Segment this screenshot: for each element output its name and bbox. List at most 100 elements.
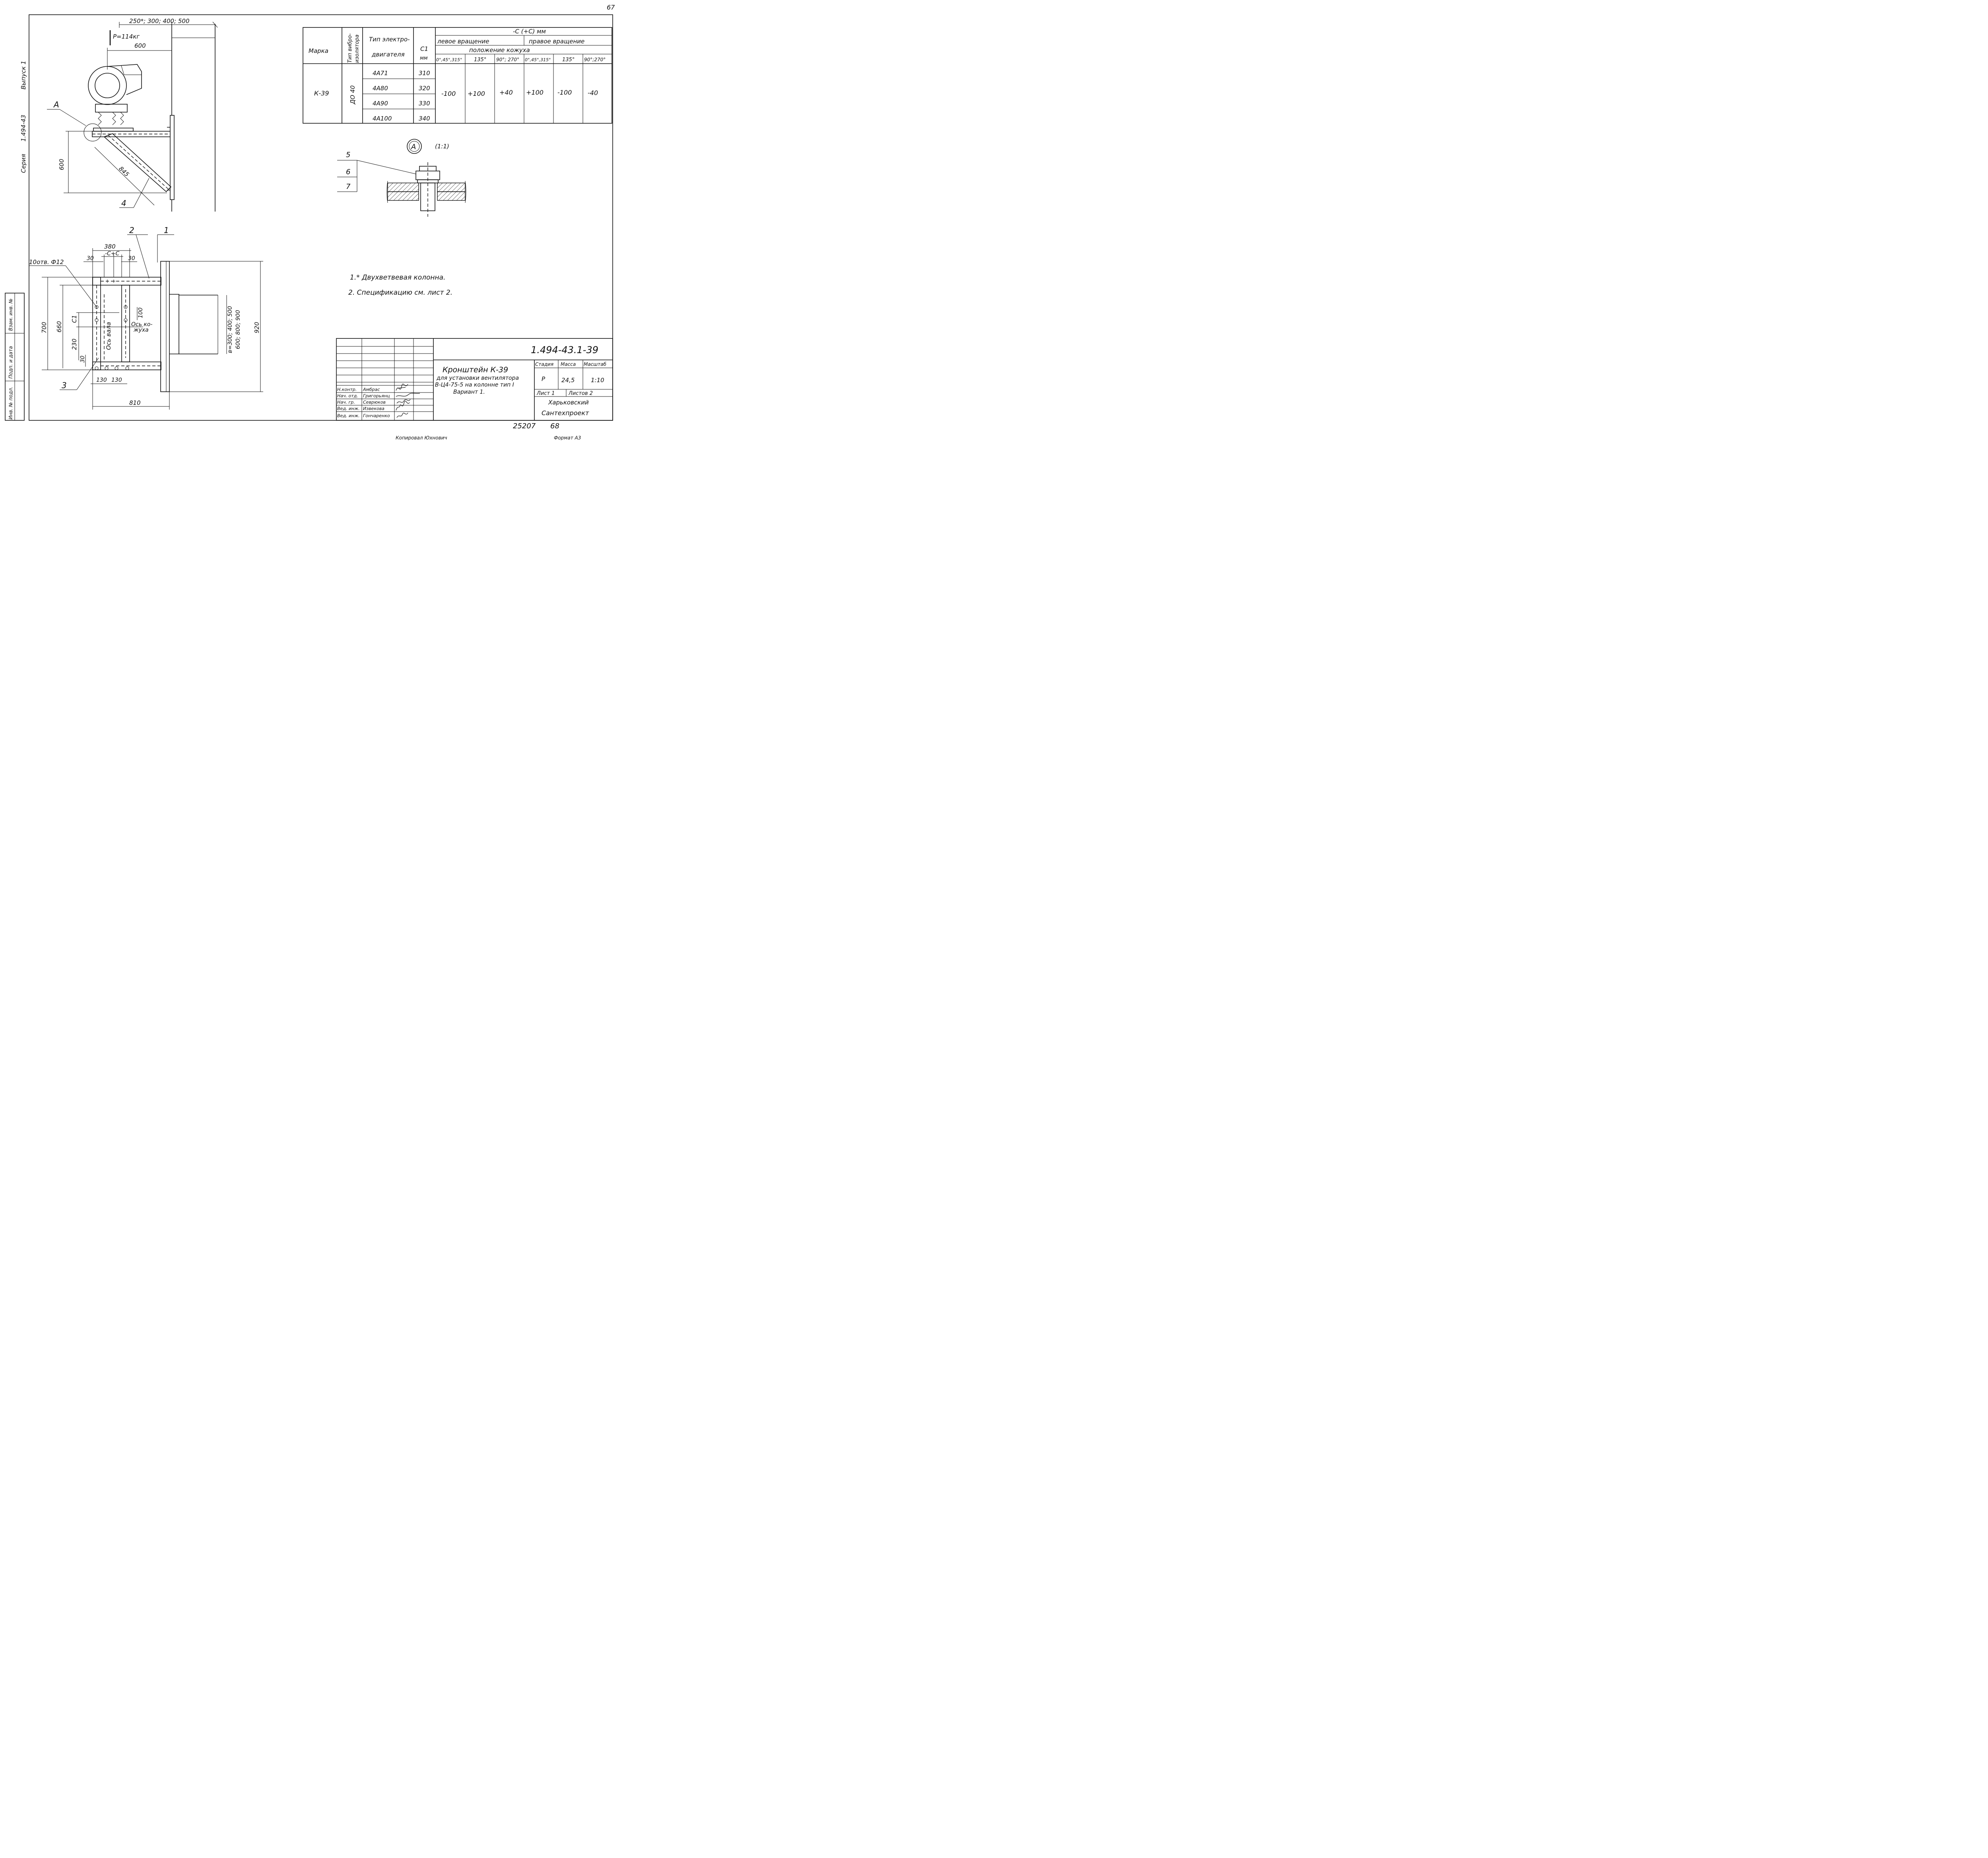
axis-casing-2: жуха bbox=[133, 327, 149, 333]
detail-label: А bbox=[411, 143, 416, 151]
footer-sheet: 68 bbox=[550, 422, 559, 430]
dim-130-a: 130 bbox=[96, 377, 107, 383]
td-marka: К-39 bbox=[314, 89, 329, 97]
td-c-2: +100 bbox=[468, 90, 485, 97]
stadia-label: Стадия bbox=[535, 361, 553, 367]
stamp-podp-data: Подп. и дата bbox=[8, 346, 14, 379]
drawing-sheet: 67 Выпуск 1 1.494-43 Серия Инв. № подл. … bbox=[5, 4, 615, 440]
dim-b2: 600; 800; 900 bbox=[235, 310, 241, 349]
td-motor-3: 4А90 bbox=[373, 100, 388, 107]
dim-30-left: 30 bbox=[87, 255, 94, 262]
td-c-5: -100 bbox=[557, 89, 572, 96]
dim-600-v: 600 bbox=[58, 159, 65, 170]
th-motor-2: двигателя bbox=[371, 51, 405, 58]
drawing-subtitle-2: В-Ц4-75-5 на колонне тип I bbox=[435, 382, 514, 388]
plan-view: 380 30 -С+С 30 10отв. Ф12 2 1 700 660 С bbox=[29, 225, 263, 410]
detail-item-7: 7 bbox=[346, 183, 351, 191]
th-right-rot: правое вращение bbox=[529, 38, 584, 45]
td-vibro: ДО 40 bbox=[349, 86, 356, 105]
td-motor-4: 4А100 bbox=[373, 115, 392, 122]
dim-top: 250*; 300; 400; 500 bbox=[129, 17, 190, 25]
role-5: Вед. инж. bbox=[337, 413, 360, 418]
dim-30-right: 30 bbox=[128, 255, 135, 262]
dim-380: 380 bbox=[104, 243, 116, 250]
name-2: Григорьянц bbox=[363, 393, 390, 398]
td-c-3: +40 bbox=[499, 89, 513, 96]
th-motor-1: Тип электро- bbox=[369, 36, 410, 43]
stamp-inv-podl: Инв. № подл. bbox=[8, 387, 14, 420]
dim-b: в=300; 400; 500 bbox=[227, 306, 233, 353]
note-2: 2. Спецификацию см. лист 2. bbox=[348, 289, 452, 297]
dim-30-bottom: 30 bbox=[80, 356, 86, 363]
th-left-rot: левое вращение bbox=[437, 38, 489, 45]
detail-scale: (1:1) bbox=[435, 143, 449, 150]
axis-shaft: Ось вала bbox=[105, 322, 112, 350]
role-4: Вед. инж. bbox=[337, 406, 360, 411]
signature-marks bbox=[396, 383, 420, 418]
dim-600-h: 600 bbox=[134, 42, 146, 49]
page-number: 67 bbox=[607, 4, 615, 11]
margin-vypusk: Выпуск 1 bbox=[20, 61, 27, 89]
axis-casing-1: Ось ко- bbox=[131, 321, 153, 328]
th-c1-unit: мм bbox=[420, 55, 428, 61]
dim-230: 230 bbox=[71, 338, 78, 350]
org-line-1: Харьковский bbox=[548, 399, 589, 406]
pos-2: 2 bbox=[129, 225, 134, 235]
td-c-4: +100 bbox=[526, 89, 544, 96]
name-4: Извекова bbox=[363, 406, 384, 411]
td-motor-2: 4А80 bbox=[373, 85, 388, 92]
doc-code: 1.494-43.1-39 bbox=[531, 344, 598, 356]
th-angle-6: 90°;270° bbox=[584, 57, 606, 62]
left-stamp: Инв. № подл. Подп. и дата Взам. инв. № bbox=[5, 293, 25, 421]
masshtab-label: Масштаб bbox=[584, 361, 607, 367]
load-label: P=114кг bbox=[113, 33, 140, 40]
dim-100: 100 bbox=[138, 307, 144, 318]
detail-a: А (1:1) 5 6 7 bbox=[337, 139, 466, 217]
td-c1-2: 320 bbox=[419, 85, 430, 92]
drawing-title: Кронштейн К-39 bbox=[443, 365, 508, 374]
role-1: Н.контр. bbox=[337, 387, 357, 392]
td-c1-1: 310 bbox=[419, 70, 430, 77]
margin-labels: Выпуск 1 1.494-43 Серия bbox=[20, 61, 27, 173]
td-c1-3: 330 bbox=[419, 100, 430, 107]
drawing-subtitle-1: для установки вентилятора bbox=[436, 375, 519, 381]
drawing-subtitle-3: Вариант 1. bbox=[453, 389, 485, 395]
massa-value: 24,5 bbox=[561, 377, 575, 384]
th-marka: Марка bbox=[309, 47, 328, 54]
th-casing-pos: положение кожуха bbox=[469, 47, 530, 54]
td-c-6: -40 bbox=[588, 89, 598, 97]
dim-920: 920 bbox=[253, 322, 260, 333]
holes-label: 10отв. Ф12 bbox=[29, 258, 64, 266]
margin-seria: Серия bbox=[20, 154, 27, 173]
pos-3: 3 bbox=[62, 381, 67, 390]
dim-660: 660 bbox=[56, 321, 63, 332]
detail-item-6: 6 bbox=[346, 168, 350, 176]
name-3: Севрюков bbox=[363, 400, 386, 405]
th-angle-2: 135° bbox=[474, 57, 486, 63]
dim-845: 845 bbox=[117, 165, 130, 178]
td-c1-4: 340 bbox=[419, 115, 430, 122]
stadia-value: Р bbox=[542, 375, 546, 383]
listov-label: Листов 2 bbox=[568, 391, 593, 396]
name-5: Гончаренко bbox=[363, 413, 390, 418]
note-1: 1.* Двухветвевая колонна. bbox=[350, 274, 445, 282]
massa-label: Масса bbox=[561, 361, 576, 367]
th-c-group: -С (+С) мм bbox=[513, 28, 546, 35]
title-block: 1.494-43.1-39 Кронштейн К-39 для установ… bbox=[336, 338, 613, 421]
role-3: Нач. гр. bbox=[337, 400, 355, 405]
side-view: 250*; 300; 400; 500 P=114кг 600 А bbox=[47, 17, 218, 212]
dim-c: -С+С bbox=[105, 251, 120, 257]
footer-format: Формат А3 bbox=[554, 435, 581, 440]
th-angle-5: 135° bbox=[562, 57, 575, 63]
th-c1: С1 bbox=[420, 45, 428, 52]
drawing-frame bbox=[29, 14, 613, 421]
org-line-2: Сантехпроект bbox=[542, 409, 589, 417]
dim-c1: С1 bbox=[71, 315, 78, 323]
th-angle-1: 0°,45°,315° bbox=[436, 57, 462, 62]
dim-130-b: 130 bbox=[111, 377, 122, 383]
dim-810: 810 bbox=[129, 399, 141, 406]
list-label: Лист 1 bbox=[536, 391, 555, 396]
mount-holes bbox=[95, 280, 129, 370]
pos-1: 1 bbox=[164, 225, 169, 235]
name-1: Амбрас bbox=[363, 387, 380, 392]
